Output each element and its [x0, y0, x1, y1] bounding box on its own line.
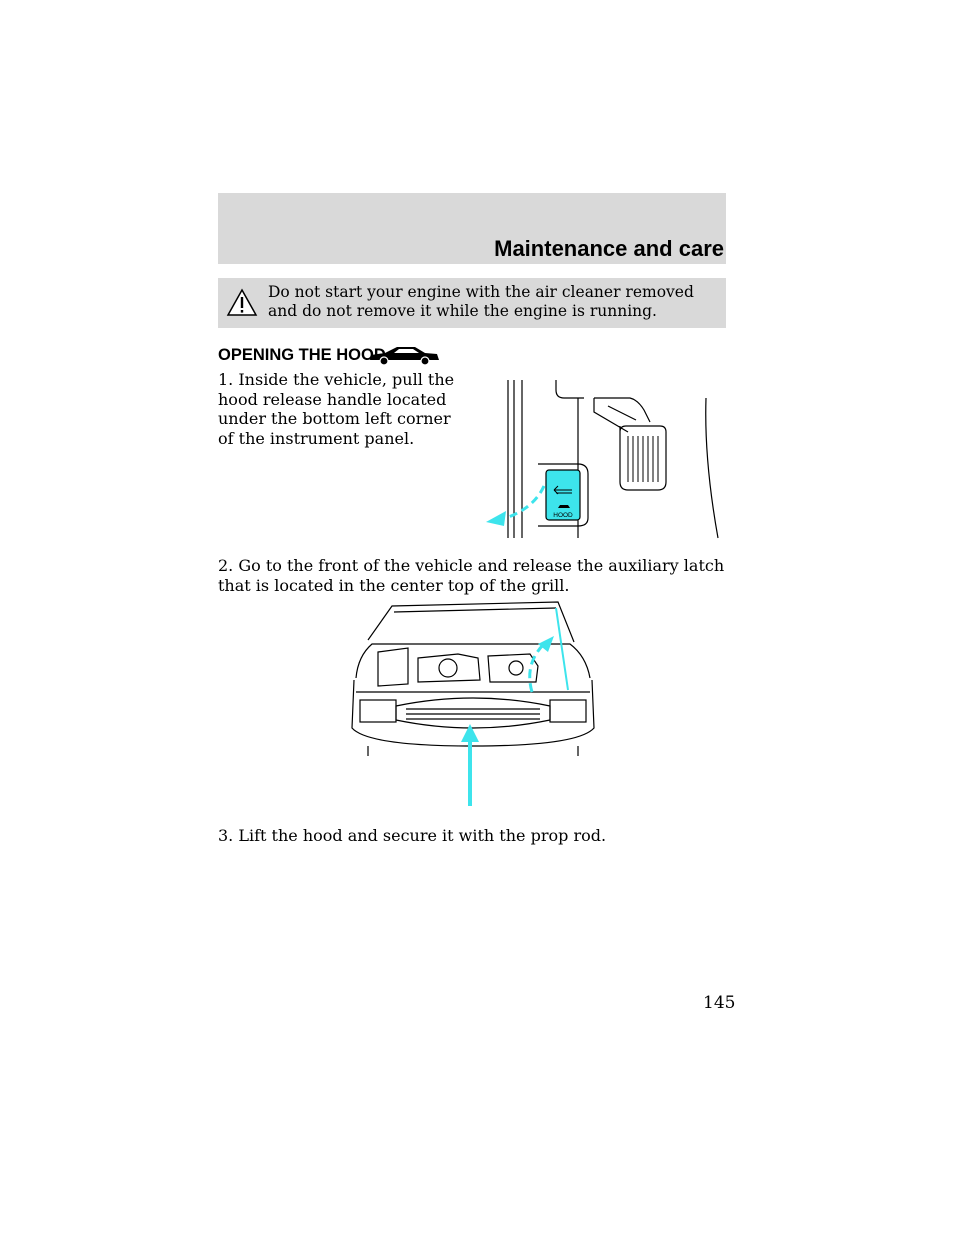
section-heading: OPENING THE HOOD	[218, 346, 386, 364]
step-3-text: 3. Lift the hood and secure it with the …	[218, 826, 607, 845]
header-band: Maintenance and care	[218, 193, 726, 264]
hood-release-handle	[545, 469, 581, 521]
hood-handle-label: HOOD	[553, 512, 573, 519]
warning-triangle-icon	[226, 288, 258, 316]
vehicle-front-figure	[351, 601, 595, 806]
latch-arrow-icon	[461, 724, 479, 742]
hood-release-figure: HOOD	[486, 380, 719, 539]
page-number: 145	[703, 993, 736, 1013]
pull-arrow-icon	[486, 511, 506, 526]
warning-box: Do not start your engine with the air cl…	[218, 278, 726, 328]
step-2-text: 2. Go to the front of the vehicle and re…	[218, 556, 725, 595]
lift-arrow-icon	[538, 636, 554, 652]
step-1-text: 1. Inside the vehicle, pull the hood rel…	[218, 370, 455, 448]
page-title: Maintenance and care	[494, 236, 724, 261]
car-icon	[370, 347, 439, 366]
warning-text: Do not start your engine with the air cl…	[268, 283, 694, 320]
